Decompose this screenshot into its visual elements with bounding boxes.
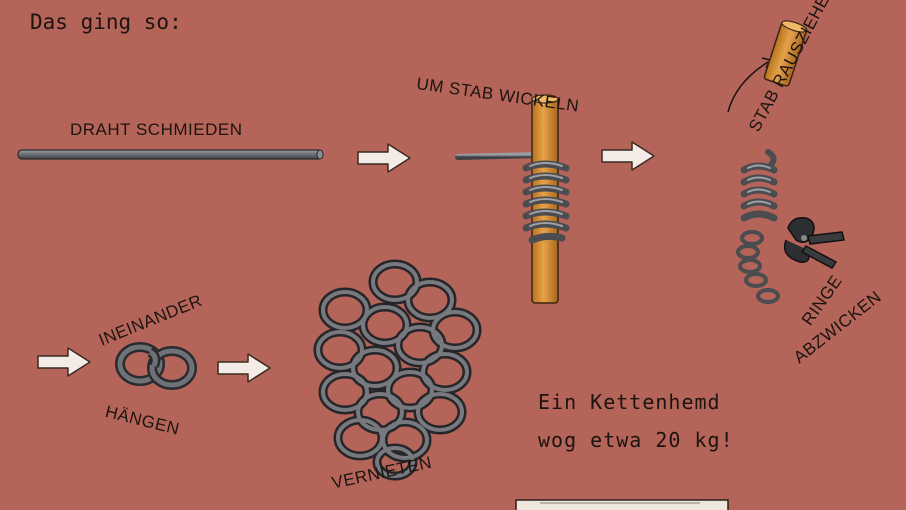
- arrow-4-icon: [218, 354, 270, 382]
- arrow-3-icon: [38, 348, 90, 376]
- pliers-icon: [785, 218, 844, 268]
- chainmail-icon: [318, 264, 477, 476]
- intro-heading: Das ging so:: [30, 10, 182, 34]
- arrow-2-icon: [602, 142, 654, 170]
- fact-line-2: wog etwa 20 kg!: [538, 428, 734, 452]
- bottom-strip: [516, 500, 728, 510]
- loose-coil: [698, 152, 778, 302]
- label-draht-schmieden: DRAHT SCHMIEDEN: [70, 120, 242, 140]
- fact-line-1: Ein Kettenhemd: [538, 390, 721, 414]
- forged-wire: [18, 150, 323, 159]
- linked-rings-icon: [120, 347, 192, 385]
- arrow-1-icon: [358, 144, 410, 172]
- rod-with-coil: [458, 95, 566, 303]
